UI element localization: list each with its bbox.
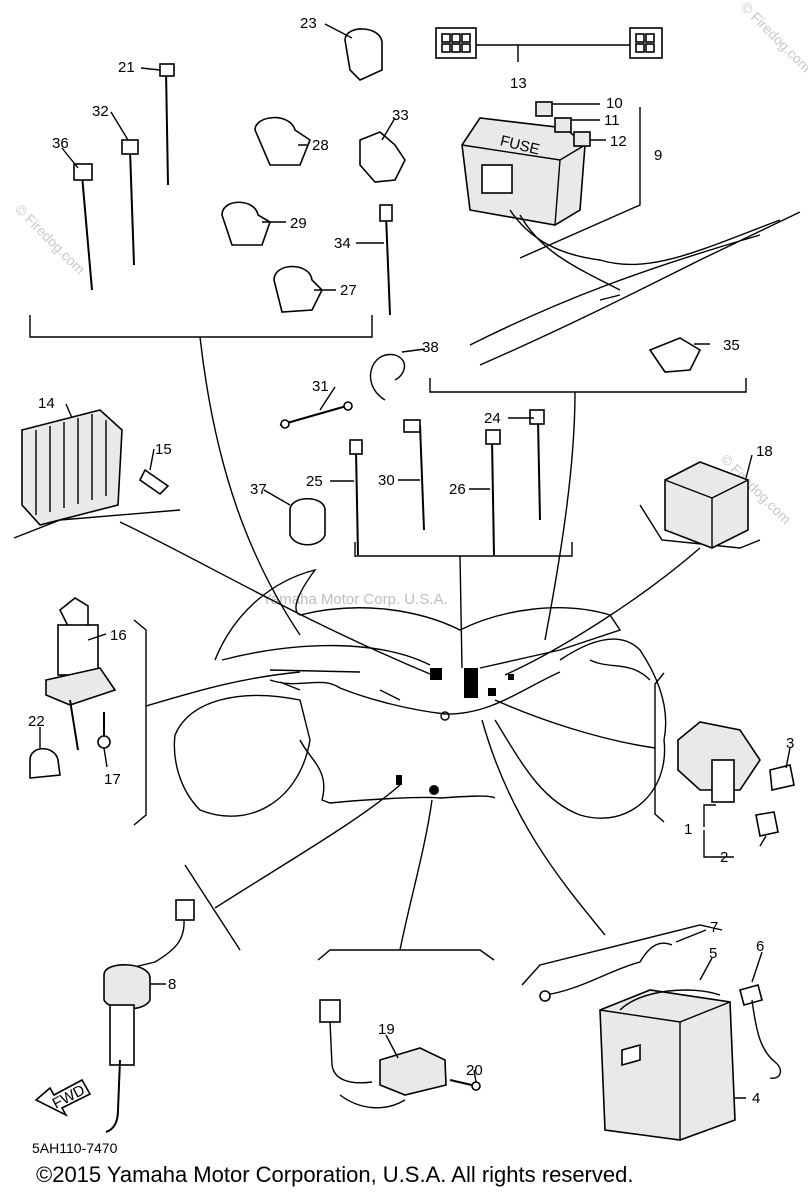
fuse-box-9: FUSE — [461, 107, 801, 366]
callout-31: 31 — [312, 378, 329, 395]
callout-15: 15 — [155, 441, 172, 458]
callout-32: 32 — [92, 103, 109, 120]
parts: FUSE — [21, 27, 801, 1141]
callout-3: 3 — [786, 735, 794, 752]
motorcycle-outline — [173, 568, 667, 819]
bracket-battery — [521, 924, 723, 986]
watermark-center: Yamaha Motor Corp. U.S.A. — [262, 591, 448, 608]
callout-17: 17 — [104, 771, 121, 788]
fwd-label: FWD — [50, 1081, 88, 1112]
part-code: 5AH110-7470 — [32, 1140, 118, 1156]
coupler-13 — [435, 27, 663, 62]
leader-lines — [119, 336, 701, 951]
cable-ties-top — [73, 28, 406, 316]
bracket-main-switch — [133, 619, 147, 826]
callout-27: 27 — [340, 282, 357, 299]
callout-5: 5 — [709, 945, 717, 962]
callout-29: 29 — [290, 215, 307, 232]
bracket-top-right — [429, 378, 747, 393]
callout-25: 25 — [306, 473, 323, 490]
callout-37: 37 — [250, 481, 267, 498]
relay-18 — [664, 461, 749, 549]
callout-38: 38 — [422, 339, 439, 356]
callout-8: 8 — [168, 976, 176, 993]
sensor-19 — [319, 999, 481, 1109]
callout-36: 36 — [52, 135, 69, 152]
callout-23: 23 — [300, 15, 317, 32]
callout-20: 20 — [466, 1062, 483, 1079]
center-parts — [279, 337, 702, 556]
callout-leaders — [39, 23, 791, 1099]
bracket-sensor — [317, 949, 495, 961]
callout-33: 33 — [392, 107, 409, 124]
callout-26: 26 — [449, 481, 466, 498]
battery-4 — [539, 942, 782, 1141]
callout-28: 28 — [312, 137, 329, 154]
callout-19: 19 — [378, 1021, 395, 1038]
callout-35: 35 — [723, 337, 740, 354]
watermark-top-right: © Firedog.com — [738, 0, 808, 75]
neutral-switch-8 — [103, 899, 195, 1133]
fwd-arrow: FWD — [34, 1078, 92, 1117]
callout-7: 7 — [710, 919, 718, 936]
bracket-starter-relay — [654, 672, 665, 823]
callout-21: 21 — [118, 59, 135, 76]
callout-4: 4 — [752, 1090, 760, 1107]
starter-relay-1 — [677, 721, 795, 837]
callout-16: 16 — [110, 627, 127, 644]
callout-24: 24 — [484, 410, 501, 427]
callout-numbers: 1 2 3 4 5 6 7 8 9 10 11 12 13 14 15 16 1… — [28, 15, 794, 1107]
callout-9: 9 — [654, 147, 662, 164]
regulator-14 — [21, 409, 170, 526]
callout-11: 11 — [604, 112, 620, 129]
main-switch-16 — [29, 597, 117, 779]
callout-30: 30 — [378, 472, 395, 489]
fuses-10-11-12 — [535, 101, 606, 147]
callout-6: 6 — [756, 938, 764, 955]
callout-13: 13 — [510, 75, 527, 92]
callout-2: 2 — [720, 849, 728, 866]
callout-12: 12 — [610, 133, 627, 150]
callout-34: 34 — [334, 235, 351, 252]
callout-10: 10 — [606, 95, 623, 112]
bracket-neutral-switch — [184, 864, 241, 951]
callout-18: 18 — [756, 443, 773, 460]
callout-1: 1 — [684, 821, 692, 838]
bracket-center — [354, 542, 573, 557]
group-brackets — [13, 315, 761, 986]
watermark-left: © Firedog.com — [12, 201, 88, 277]
copyright-notice: ©2015 Yamaha Motor Corporation, U.S.A. A… — [36, 1162, 634, 1187]
callout-14: 14 — [38, 395, 55, 412]
callout-22: 22 — [28, 713, 45, 730]
bracket-top-left — [29, 315, 373, 338]
